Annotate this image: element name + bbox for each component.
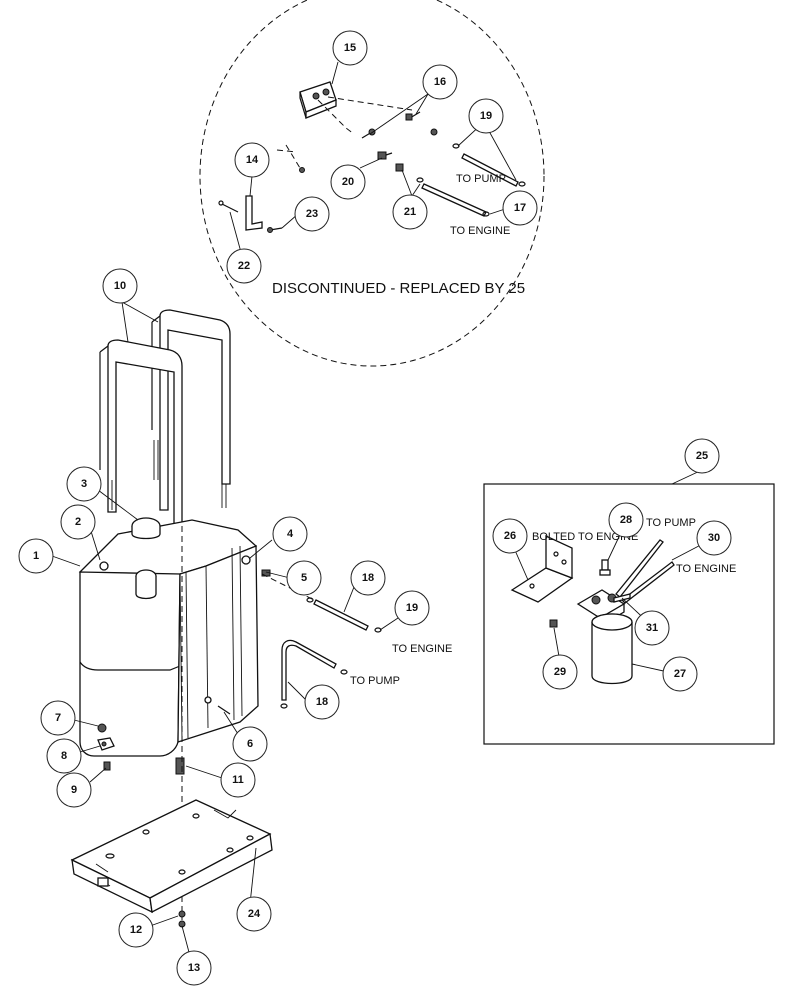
main-hoses (261, 569, 382, 709)
main-to-pump-label: TO PUMP (350, 675, 400, 687)
parts-7-8-9-fittings (97, 723, 115, 771)
svg-text:10: 10 (114, 280, 126, 292)
callout-9: 9 (56, 772, 92, 808)
callout-19b: 19 (394, 590, 430, 626)
svg-text:2: 2 (75, 516, 81, 528)
callout-28: 28 (608, 502, 644, 538)
callout-12: 12 (118, 912, 154, 948)
callout-24: 24 (236, 896, 272, 932)
svg-text:4: 4 (287, 528, 294, 540)
part-29-nut (549, 619, 558, 628)
callout-3: 3 (66, 466, 102, 502)
callout-16: 16 (422, 64, 458, 100)
inset-to-engine-label: TO ENGINE (450, 225, 510, 237)
part-23-screw (267, 227, 283, 233)
callout-27: 27 (662, 656, 698, 692)
part-16-fittings (361, 111, 438, 139)
callout-18b: 18 (304, 684, 340, 720)
part-24-base-plate (70, 799, 273, 914)
box-hoses (613, 539, 675, 604)
box-to-pump-label: TO PUMP (646, 517, 696, 529)
svg-text:14: 14 (246, 154, 259, 166)
callout-13: 13 (176, 950, 212, 986)
svg-text:3: 3 (81, 478, 87, 490)
callout-6: 6 (232, 726, 268, 762)
part-10-straps (99, 309, 231, 529)
svg-text:28: 28 (620, 514, 632, 526)
callout-22: 22 (226, 248, 262, 284)
inset-boundary (199, 0, 545, 367)
svg-text:9: 9 (71, 784, 77, 796)
svg-text:23: 23 (306, 208, 318, 220)
callout-29: 29 (542, 654, 578, 690)
callout-4: 4 (272, 516, 308, 552)
callout-25: 25 (684, 438, 720, 474)
callout-17: 17 (502, 190, 538, 226)
svg-text:30: 30 (708, 532, 720, 544)
svg-text:6: 6 (247, 738, 253, 750)
callout-26: 26 (492, 518, 528, 554)
part-14-bracket (218, 195, 263, 231)
inset-to-pump-label: TO PUMP (456, 173, 506, 185)
svg-text:19: 19 (480, 110, 492, 122)
svg-text:18: 18 (316, 696, 328, 708)
svg-text:15: 15 (344, 42, 356, 54)
callout-19a: 19 (468, 98, 504, 134)
svg-text:20: 20 (342, 176, 354, 188)
svg-text:29: 29 (554, 666, 566, 678)
callout-15: 15 (332, 30, 368, 66)
svg-text:22: 22 (238, 260, 250, 272)
svg-text:7: 7 (55, 712, 61, 724)
svg-text:25: 25 (696, 450, 708, 462)
callout-8: 8 (46, 738, 82, 774)
callout-23: 23 (294, 196, 330, 232)
svg-text:19: 19 (406, 602, 418, 614)
callout-14: 14 (234, 142, 270, 178)
callout-1: 1 (18, 538, 54, 574)
part-27-filter (591, 613, 633, 685)
part-1-fuel-tank (78, 517, 259, 757)
discontinued-label: DISCONTINUED - REPLACED BY 25 (272, 280, 525, 297)
callout-18a: 18 (350, 560, 386, 596)
svg-text:27: 27 (674, 668, 686, 680)
replacement-filter-box: BOLTED TO ENGINE TO PUMP TO ENGINE (483, 469, 775, 745)
part-28-bolt (599, 559, 611, 576)
callout-30: 30 (696, 520, 732, 556)
svg-text:31: 31 (646, 622, 658, 634)
svg-text:13: 13 (188, 962, 200, 974)
callout-31: 31 (634, 610, 670, 646)
svg-text:16: 16 (434, 76, 446, 88)
main-to-engine-label: TO ENGINE (392, 643, 452, 655)
part-12-washer (178, 910, 186, 918)
svg-text:21: 21 (404, 206, 416, 218)
svg-text:18: 18 (362, 572, 374, 584)
svg-text:11: 11 (232, 774, 244, 786)
part-20-fitting (299, 151, 404, 173)
svg-text:17: 17 (514, 202, 526, 214)
callout-11: 11 (220, 762, 256, 798)
callout-20: 20 (330, 164, 366, 200)
box-25-frame (483, 483, 775, 745)
part-26-bracket (510, 534, 574, 603)
svg-text:1: 1 (33, 550, 39, 562)
bolted-to-engine-label: BOLTED TO ENGINE (532, 531, 638, 543)
svg-text:24: 24 (248, 908, 261, 920)
callout-5: 5 (286, 560, 322, 596)
callout-21: 21 (392, 194, 428, 230)
callout-7: 7 (40, 700, 76, 736)
svg-text:8: 8 (61, 750, 67, 762)
box-to-engine-label: TO ENGINE (676, 563, 736, 575)
svg-text:12: 12 (130, 924, 142, 936)
callout-10: 10 (102, 268, 138, 304)
svg-text:5: 5 (301, 572, 307, 584)
callout-2: 2 (60, 504, 96, 540)
part-15-block (299, 81, 337, 119)
part-11-bolt (175, 757, 185, 775)
svg-text:26: 26 (504, 530, 516, 542)
discontinued-inset: TO PUMP TO ENGINE DISCONTINUED - REPLACE… (199, 0, 545, 367)
inset-hoses (416, 143, 526, 217)
